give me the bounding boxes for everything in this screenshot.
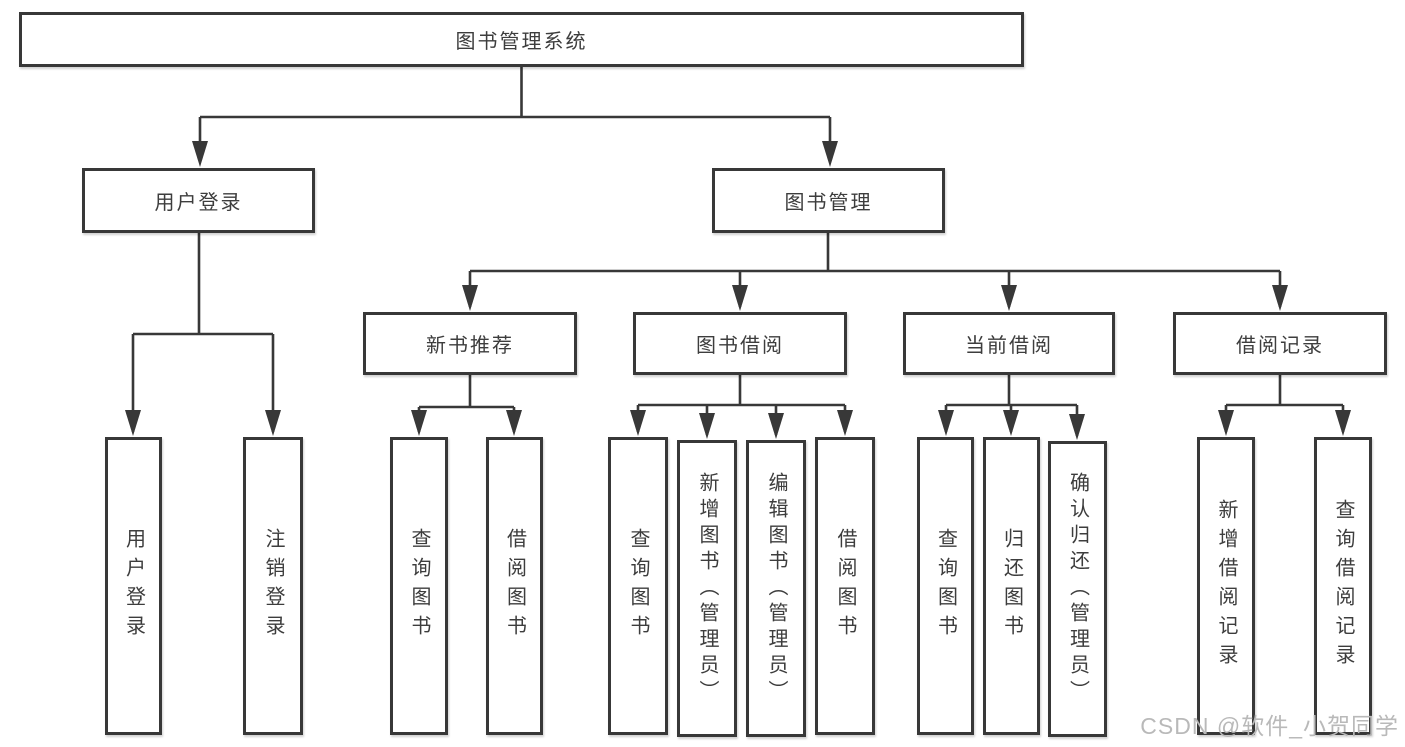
leaf-borrow-book: 借阅图书 bbox=[815, 437, 875, 735]
leaf-add-borrow-record: 新增借阅记录 bbox=[1197, 437, 1255, 735]
node-new-book-recommend: 新书推荐 bbox=[363, 312, 577, 375]
node-user-login: 用户登录 bbox=[82, 168, 315, 233]
node-book-management: 图书管理 bbox=[712, 168, 945, 233]
leaf-query-book-recommend: 查询图书 bbox=[390, 437, 448, 735]
leaf-query-borrow-record: 查询借阅记录 bbox=[1314, 437, 1372, 735]
leaf-user-login: 用户登录 bbox=[105, 437, 162, 735]
node-book-borrow: 图书借阅 bbox=[633, 312, 847, 375]
leaf-confirm-return-admin: 确认归还（管理员） bbox=[1048, 441, 1107, 737]
node-borrow-record: 借阅记录 bbox=[1173, 312, 1387, 375]
leaf-query-book-borrow: 查询图书 bbox=[608, 437, 668, 735]
leaf-edit-book-admin: 编辑图书（管理员） bbox=[746, 440, 806, 737]
arrowheads bbox=[125, 141, 1351, 440]
leaf-return-book: 归还图书 bbox=[983, 437, 1040, 735]
node-current-borrow: 当前借阅 bbox=[903, 312, 1115, 375]
leaf-logout: 注销登录 bbox=[243, 437, 303, 735]
leaf-add-book-admin: 新增图书（管理员） bbox=[677, 440, 737, 737]
node-root: 图书管理系统 bbox=[19, 12, 1024, 67]
leaf-query-book-current: 查询图书 bbox=[917, 437, 974, 735]
leaf-borrow-book-recommend: 借阅图书 bbox=[486, 437, 543, 735]
